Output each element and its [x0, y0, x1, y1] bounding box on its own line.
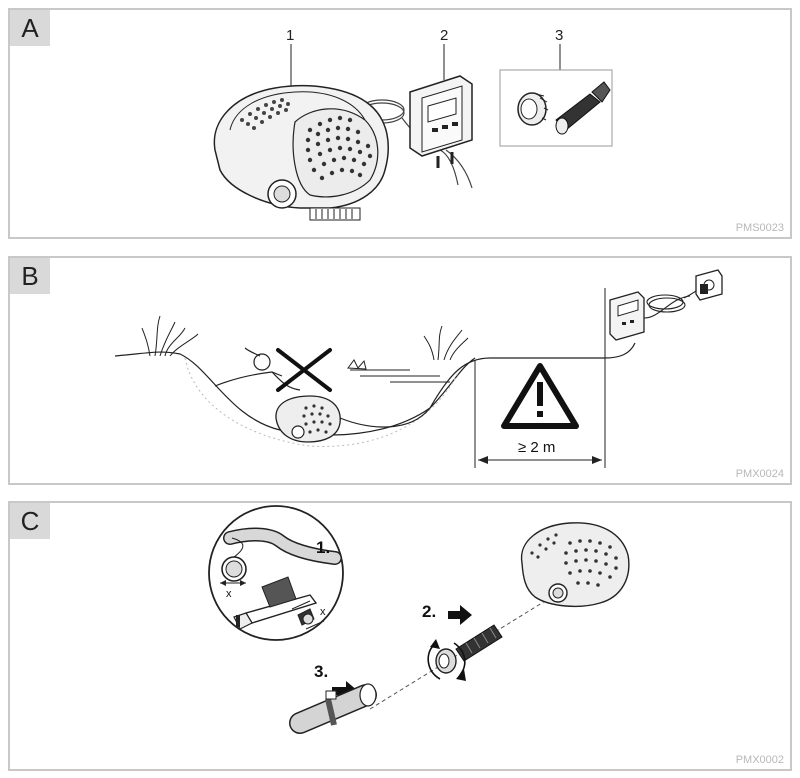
- panel-a-label: A: [10, 10, 50, 46]
- water-lily-icon: [347, 359, 367, 370]
- power-socket-icon: [695, 269, 723, 301]
- panel-c-code: PMX0002: [735, 754, 784, 766]
- hose-adapter-icon: [455, 624, 503, 662]
- reeds-icon-right: [423, 325, 469, 361]
- pump-icon: [520, 522, 630, 608]
- accessory-box: [499, 69, 613, 147]
- hose-cut-detail: [220, 527, 342, 630]
- step-1-label: 1.: [316, 538, 330, 557]
- hose-adapter-icon: [555, 81, 611, 135]
- controller-icon: [409, 75, 473, 168]
- dimension-x-2: x: [320, 606, 326, 618]
- hose-clamp-icon: [325, 690, 337, 726]
- union-nut-icon: [435, 648, 457, 674]
- panel-a-code: PMS0023: [735, 222, 784, 234]
- callout-2: 2: [440, 27, 448, 44]
- panel-a-illustration: 1 2 3: [213, 27, 613, 221]
- step-2-arrow: [448, 605, 472, 625]
- power-cable: [339, 342, 636, 428]
- distance-label: ≥ 2 m: [518, 439, 555, 456]
- dimension-x-1: x: [226, 588, 232, 600]
- panel-a: A PMS0023 1 2 3: [8, 8, 792, 239]
- prohibited-x-icon: [276, 348, 332, 392]
- swimmer-icon: [214, 347, 301, 391]
- panel-b-code: PMX0024: [735, 468, 784, 480]
- panel-c-illustration: x x 1. 2. 3.: [208, 505, 630, 734]
- panel-b: B PMX0024: [8, 256, 792, 485]
- callout-1: 1: [286, 27, 294, 44]
- panel-c-label: C: [10, 503, 50, 539]
- warning-icon: [501, 363, 579, 429]
- reeds-icon-left: [141, 315, 199, 357]
- pump-icon: [213, 84, 389, 221]
- step-2-label: 2.: [422, 602, 436, 621]
- callout-3: 3: [555, 27, 563, 44]
- pump-in-pond-icon: [275, 395, 341, 443]
- panel-b-label: B: [10, 258, 50, 294]
- controller-icon: [609, 291, 645, 341]
- panel-b-illustration: ≥ 2 m: [114, 269, 723, 468]
- panel-c: C PMX0002 x x 1. 2. 3.: [8, 501, 792, 771]
- union-nut-icon: [517, 92, 549, 126]
- step-3-label: 3.: [314, 662, 328, 681]
- cable-coil: [643, 285, 703, 319]
